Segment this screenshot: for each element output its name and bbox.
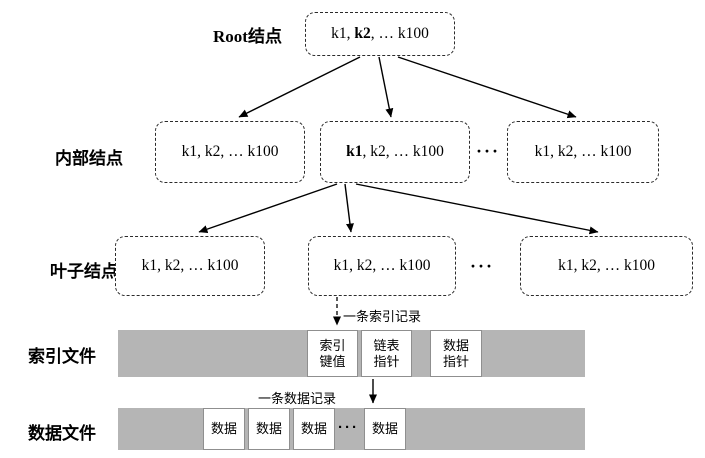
arrow-root-to-internal-3	[397, 56, 577, 119]
index-key-cell: 索引 键值	[307, 330, 358, 377]
data-cell-2: 数据	[248, 408, 290, 450]
root-row-label: Root结点	[213, 27, 282, 46]
internal-node-1-text: k1, k2, … k100	[181, 143, 279, 160]
data-record-annotation: 一条数据记录	[258, 391, 337, 406]
index-file-row-label: 索引文件	[28, 347, 96, 366]
leaf-level-ellipsis: ···	[470, 256, 495, 276]
internal-level-ellipsis: ···	[476, 141, 501, 161]
internal-node-2: k1, k2, … k100	[320, 121, 470, 183]
leaf-node-2: k1, k2, … k100	[308, 236, 456, 296]
list-pointer-cell: 链表 指针	[361, 330, 412, 377]
leaf-node-3: k1, k2, … k100	[520, 236, 693, 296]
index-record-annotation: 一条索引记录	[343, 309, 422, 324]
root-node-text: k1, k2, … k100	[331, 25, 429, 42]
data-cell-1: 数据	[203, 408, 245, 450]
data-file-ellipsis: ···	[338, 419, 359, 436]
arrow-root-to-internal-1	[238, 56, 361, 118]
arrow-internal-to-leaf-1	[198, 183, 338, 233]
leaf-node-1: k1, k2, … k100	[115, 236, 265, 296]
leaf-node-1-text: k1, k2, … k100	[141, 257, 239, 274]
root-node: k1, k2, … k100	[305, 12, 455, 56]
leaf-row-label: 叶子结点	[50, 262, 118, 281]
internal-row-label: 内部结点	[55, 149, 123, 168]
leaf-node-2-text: k1, k2, … k100	[333, 257, 431, 274]
data-pointer-cell: 数据 指针	[430, 330, 482, 377]
data-file-bar	[118, 408, 585, 450]
internal-node-2-text: k1, k2, … k100	[346, 143, 444, 160]
leaf-node-3-text: k1, k2, … k100	[558, 257, 655, 274]
internal-node-3-text: k1, k2, … k100	[534, 143, 632, 160]
internal-node-1: k1, k2, … k100	[155, 121, 305, 183]
internal-node-3: k1, k2, … k100	[507, 121, 659, 183]
data-cell-3: 数据	[293, 408, 335, 450]
data-cell-4: 数据	[364, 408, 406, 450]
data-file-row-label: 数据文件	[28, 424, 96, 443]
arrow-root-to-internal-2	[378, 56, 394, 118]
arrow-internal-to-leaf-3	[355, 183, 599, 235]
arrow-internal-to-leaf-2	[344, 183, 354, 233]
